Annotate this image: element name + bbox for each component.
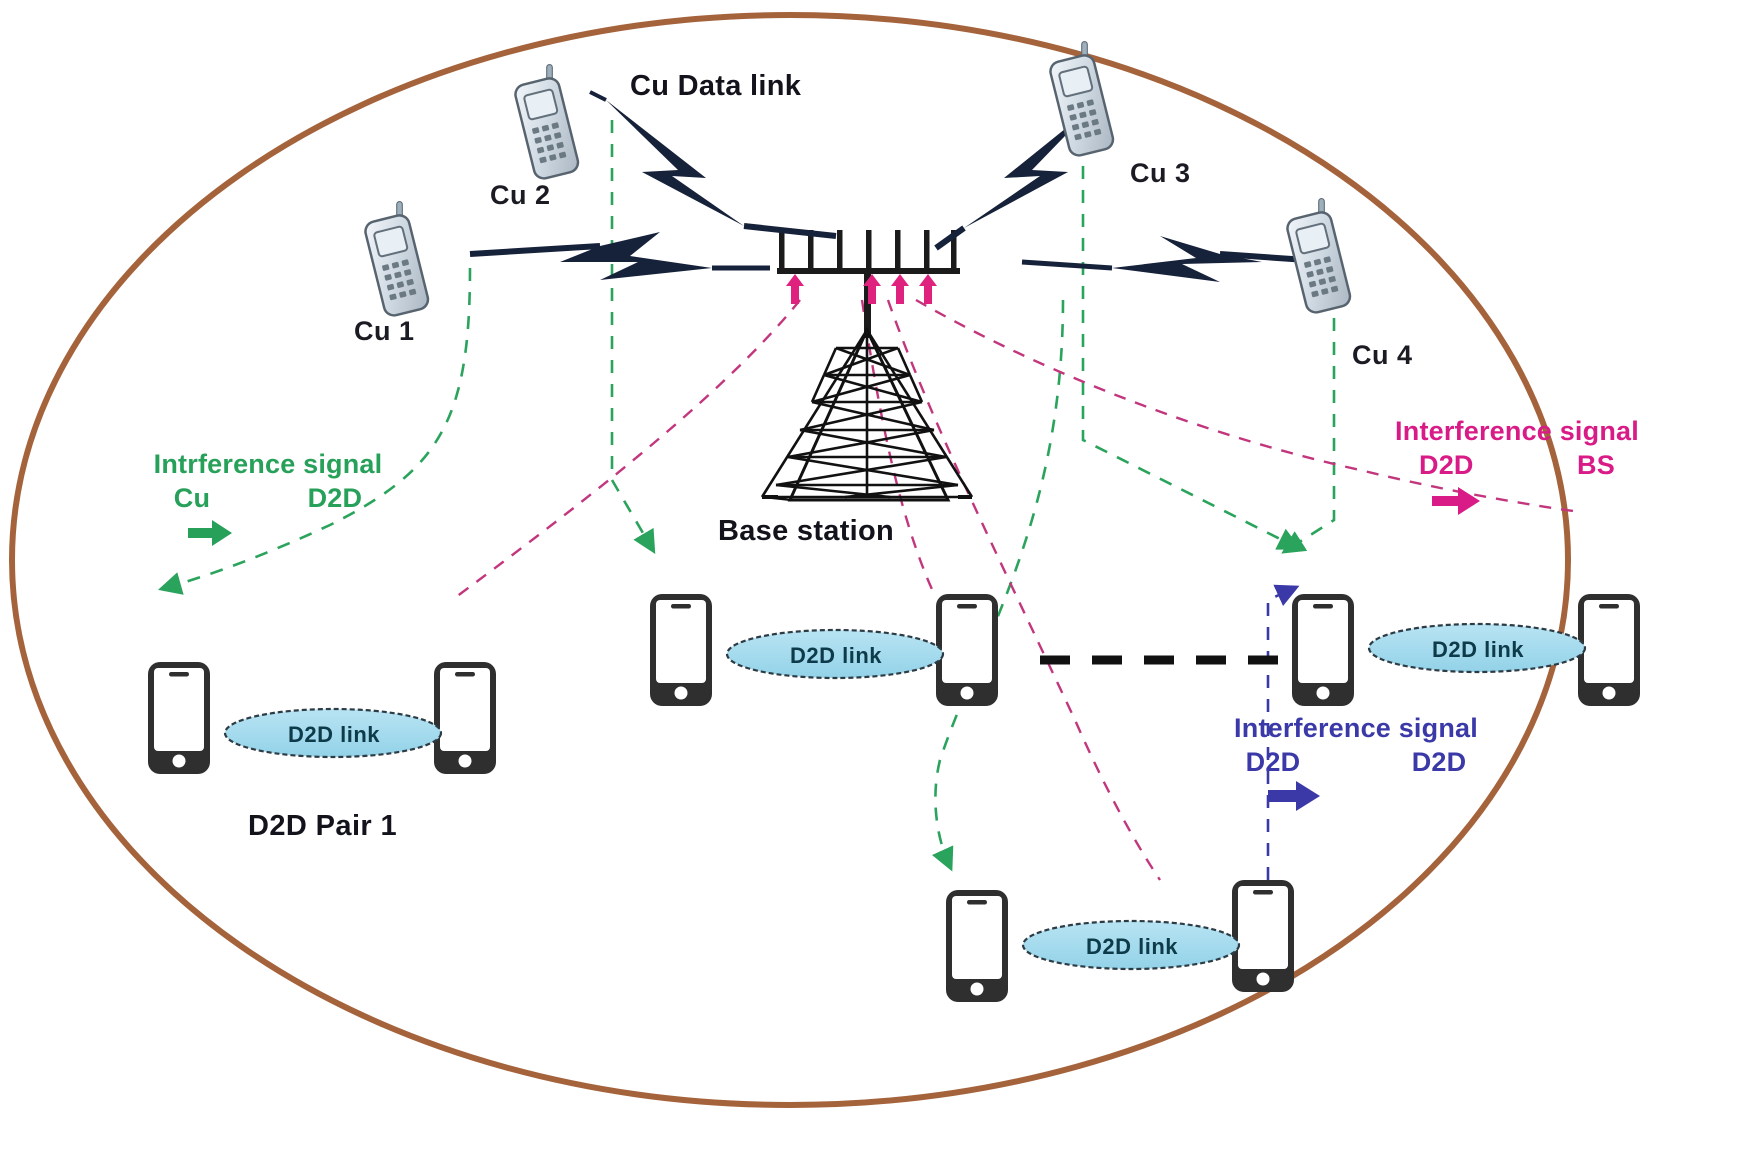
legend-cu-to-d2d-title: Intrference signal bbox=[153, 449, 383, 479]
d2d-device-1b bbox=[434, 662, 496, 774]
legend-d2d-to-d2d-from: D2D bbox=[1245, 746, 1301, 777]
d2d-pair-4 bbox=[946, 880, 1294, 1002]
legend-d2d-to-bs-from: D2D bbox=[1419, 449, 1474, 480]
d2d-link-ellipse-4 bbox=[1021, 919, 1241, 971]
cellular-user-3-label: Cu 3 bbox=[1130, 158, 1191, 188]
legend-cu-to-d2d-pair: Cu D2D bbox=[118, 482, 418, 516]
d2d-pair-1-label: D2D Pair 1 bbox=[248, 810, 398, 842]
base-station-tower bbox=[760, 230, 974, 502]
legend-d2d-to-bs-to: BS bbox=[1577, 449, 1615, 480]
legend-d2d-to-bs-title: Interference signal bbox=[1395, 416, 1639, 446]
cellular-user-4 bbox=[1284, 197, 1354, 316]
legend-cu-to-d2d-from: Cu bbox=[173, 482, 211, 513]
cellular-user-4-label: Cu 4 bbox=[1352, 340, 1413, 370]
cu-data-link-bolt-4 bbox=[1021, 236, 1337, 282]
legend-arrow-green bbox=[188, 520, 232, 546]
d2d-device-2a bbox=[650, 594, 712, 706]
d2d-link-ellipse-1 bbox=[223, 707, 443, 759]
d2d-pair-3 bbox=[1292, 594, 1640, 706]
base-station-label: Base station bbox=[718, 515, 895, 547]
legend-cu-to-d2d-to: D2D bbox=[307, 482, 363, 513]
d2d-device-1a bbox=[148, 662, 210, 774]
cu-data-link-label: Cu Data link bbox=[630, 70, 802, 102]
legend-d2d-to-d2d-to: D2D bbox=[1411, 746, 1467, 777]
legend-d2d-to-bs-pair: D2D BS bbox=[1352, 449, 1682, 483]
cellular-user-2 bbox=[512, 63, 582, 182]
legend-d2d-to-bs: Interference signal D2D BS bbox=[1352, 415, 1682, 483]
legend-d2d-to-d2d-pair: D2D D2D bbox=[1186, 746, 1526, 780]
d2d-link-ellipse-2 bbox=[725, 628, 945, 680]
cu-data-links bbox=[469, 90, 1337, 282]
d2d-link-ellipse-3 bbox=[1367, 622, 1587, 674]
cellular-user-1-label: Cu 1 bbox=[354, 316, 415, 346]
cellular-user-1 bbox=[362, 200, 432, 319]
d2d-pair-1 bbox=[148, 662, 496, 774]
legend-d2d-to-d2d: Interference signal D2D D2D bbox=[1186, 712, 1526, 780]
interference-paths-d2d-to-bs bbox=[451, 298, 1581, 881]
d2d-device-4a bbox=[946, 890, 1008, 1002]
bs-uplink-arrows bbox=[786, 274, 937, 304]
cu-data-link-bolt-1 bbox=[469, 232, 770, 280]
cu-data-link-bolt-2 bbox=[589, 90, 837, 239]
cell-boundary bbox=[9, 12, 1571, 1108]
legend-arrow-magenta bbox=[1432, 487, 1480, 515]
interference-path-d2d-to-d2d bbox=[1266, 584, 1300, 880]
cellular-user-2-label: Cu 2 bbox=[490, 180, 551, 210]
legend-d2d-to-d2d-title: Interference signal bbox=[1234, 713, 1478, 743]
cu-data-link-bolt-3 bbox=[934, 104, 1096, 251]
d2d-device-2b bbox=[936, 594, 998, 706]
d2d-device-3a bbox=[1292, 594, 1354, 706]
d2d-device-3b bbox=[1578, 594, 1640, 706]
legend-arrow-blue bbox=[1268, 781, 1320, 811]
d2d-device-4b bbox=[1232, 880, 1294, 992]
d2d-pair-2 bbox=[650, 594, 998, 706]
legend-cu-to-d2d: Intrference signal Cu D2D bbox=[118, 448, 418, 516]
